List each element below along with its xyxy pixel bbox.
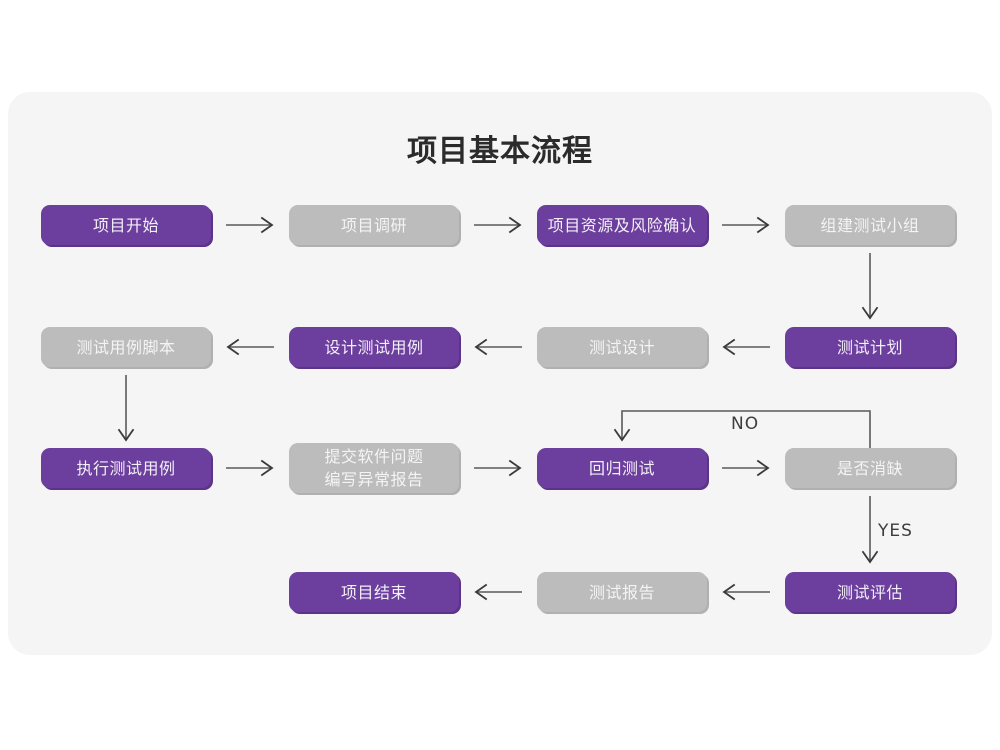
node-execute-test-case[interactable]: 执行测试用例 xyxy=(41,448,211,488)
node-design-test-case[interactable]: 设计测试用例 xyxy=(289,327,459,367)
node-project-research[interactable]: 项目调研 xyxy=(289,205,459,245)
diagram-panel xyxy=(8,92,992,655)
node-test-plan[interactable]: 测试计划 xyxy=(785,327,955,367)
edge-label-yes: YES xyxy=(878,521,913,541)
node-project-start[interactable]: 项目开始 xyxy=(41,205,211,245)
node-test-evaluation[interactable]: 测试评估 xyxy=(785,572,955,612)
node-project-end[interactable]: 项目结束 xyxy=(289,572,459,612)
page-title: 项目基本流程 xyxy=(407,134,593,169)
node-form-test-team[interactable]: 组建测试小组 xyxy=(785,205,955,245)
node-defect-resolved-decision[interactable]: 是否消缺 xyxy=(785,448,955,488)
node-test-case-script[interactable]: 测试用例脚本 xyxy=(41,327,211,367)
node-resource-risk-confirmation[interactable]: 项目资源及风险确认 xyxy=(537,205,707,245)
node-test-report[interactable]: 测试报告 xyxy=(537,572,707,612)
node-test-design[interactable]: 测试设计 xyxy=(537,327,707,367)
edge-label-no: NO xyxy=(731,414,760,434)
node-regression-test[interactable]: 回归测试 xyxy=(537,448,707,488)
node-submit-defect-report[interactable]: 提交软件问题 编写异常报告 xyxy=(289,443,459,493)
